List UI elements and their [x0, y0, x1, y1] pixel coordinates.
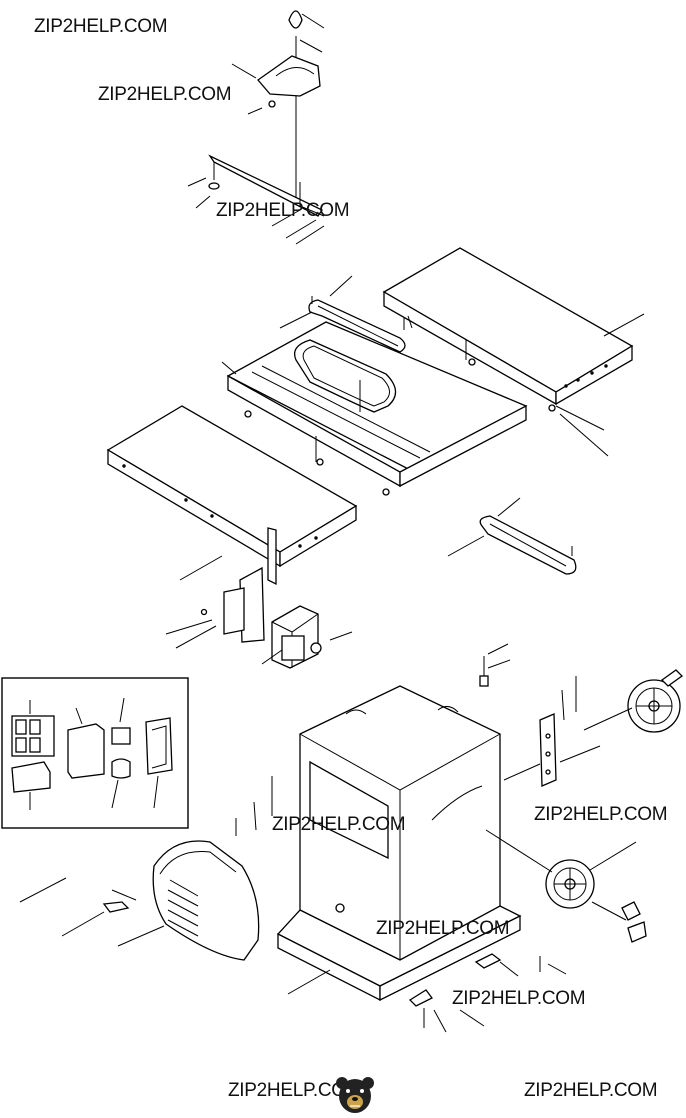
main-table [221, 321, 528, 496]
guard-knob [288, 10, 303, 29]
watermark-text: ZIP2HELP.COM [272, 814, 406, 835]
handwheel-lower [485, 829, 647, 943]
handwheel-upper [583, 669, 684, 733]
watermark-text: ZIP2HELP.COM [376, 918, 510, 939]
hardware [408, 643, 567, 1033]
throat-plate [447, 497, 577, 575]
bear-head-logo-icon [336, 1077, 374, 1113]
watermark-text: ZIP2HELP.COM [524, 1080, 658, 1101]
watermark-text: ZIP2HELP.COM [216, 200, 350, 221]
cabinet-stand [276, 685, 522, 1002]
blade-guard [257, 55, 321, 97]
table-insert [279, 275, 413, 353]
left-extension-wing [106, 405, 358, 568]
watermark-text: ZIP2HELP.COM [534, 804, 668, 825]
watermark-text: ZIP2HELP.COM [452, 988, 586, 1009]
trunnion-bracket [503, 676, 601, 787]
inset-switch-components [1, 677, 189, 829]
right-extension-wing [382, 247, 645, 457]
splitter-bar [208, 154, 323, 217]
motor-cover [19, 776, 273, 961]
switch-assembly [165, 527, 353, 669]
watermark-text: ZIP2HELP.COM [98, 84, 232, 105]
watermark-text: ZIP2HELP.COM [228, 1080, 362, 1101]
blade-guard-assembly [187, 10, 325, 245]
watermark-text: ZIP2HELP.COM [34, 16, 168, 37]
